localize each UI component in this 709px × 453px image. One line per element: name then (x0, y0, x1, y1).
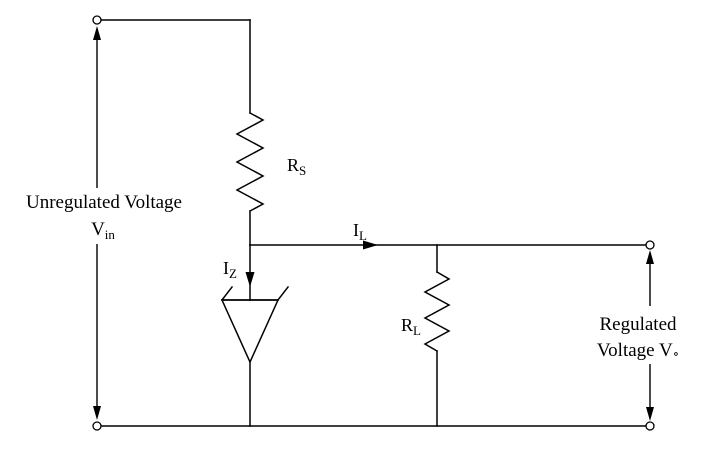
label-rs: RS (287, 155, 306, 178)
label-rl: RL (401, 315, 421, 338)
terminal-top-left (92, 15, 102, 25)
label-iz: IZ (223, 258, 237, 281)
resistor-rl-zigzag (423, 270, 451, 353)
il-arrow (363, 240, 378, 250)
resistor-rl (423, 270, 451, 353)
label-regulated-vo: Voltage V∘ (597, 340, 679, 361)
current-arrows (245, 240, 378, 287)
resistor-rs-zigzag (235, 111, 265, 213)
terminals (92, 15, 655, 431)
vin-arrow-down (93, 406, 101, 420)
terminal-top-right (645, 240, 655, 250)
terminal-bottom-right (645, 421, 655, 431)
resistor-rs (235, 111, 265, 213)
terminal-bottom-left (92, 421, 102, 431)
label-regulated: Regulated (599, 314, 677, 335)
circuit-wires (100, 19, 647, 427)
label-vin: Vin (91, 219, 115, 242)
zener-diode (220, 285, 290, 364)
vo-arrow-up (646, 250, 654, 264)
vo-arrow-down (646, 407, 654, 421)
label-unregulated-voltage: Unregulated Voltage (26, 192, 182, 213)
zener-wing-right (276, 285, 290, 302)
zener-triangle (220, 299, 280, 364)
unregulated-voltage-indicator (93, 26, 101, 420)
regulated-voltage-indicator (646, 250, 654, 421)
text-labels: Unregulated Voltage Vin RS IL IZ RL Regu… (26, 155, 679, 361)
vin-arrow-up (93, 26, 101, 40)
label-il: IL (353, 220, 367, 243)
iz-arrow (245, 272, 255, 287)
zener-wing-left (220, 285, 234, 302)
